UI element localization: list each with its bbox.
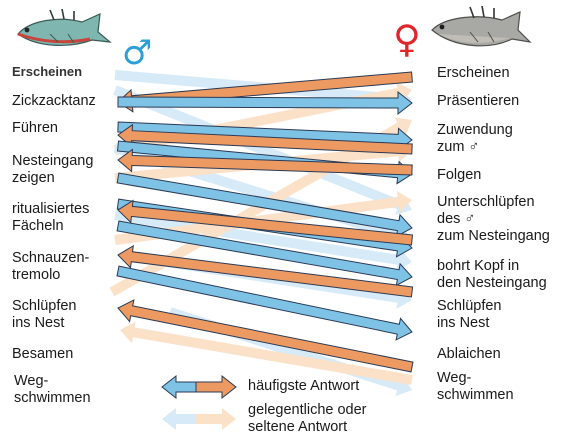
female-behavior-erscheinen: Erscheinen <box>437 65 510 81</box>
legend-frequent-orange-arrow <box>195 374 237 400</box>
legend-frequent-blue-arrow <box>161 374 201 400</box>
frequent-response-arrow-6 <box>117 148 413 176</box>
male-behavior-wegschwimmen: Weg-schwimmen <box>14 373 91 406</box>
female-behavior-ablaichen: Ablaichen <box>437 346 501 362</box>
female-behavior-wegschwimmen: Weg-schwimmen <box>437 370 514 403</box>
occasional-response-arrow-11 <box>120 321 413 385</box>
male-stickleback-fish-icon <box>17 8 112 46</box>
frequent-response-arrow-9 <box>117 199 414 246</box>
legend-frequent-label: häufigste Antwort <box>248 378 360 394</box>
female-behavior-praesentieren: Präsentieren <box>437 93 520 109</box>
male-behavior-erscheinen: Erscheinen <box>12 64 83 79</box>
frequent-response-arrow-10 <box>116 220 413 287</box>
female-stickleback-fish-icon <box>431 6 532 47</box>
occasional-response-arrow-2 <box>113 85 412 216</box>
male-behavior-fuehren: Führen <box>12 120 58 136</box>
frequent-response-arrow-12 <box>116 265 413 341</box>
frequent-response-arrow-11 <box>117 244 414 298</box>
legend-occasional-orange-arrow <box>196 408 236 430</box>
male-symbol: ♂ <box>122 33 153 73</box>
female-symbol: ♀ <box>393 17 421 61</box>
male-behavior-schnauzentremolo: Schnauzen-tremolo <box>12 250 90 283</box>
female-behavior-folgen: Folgen <box>437 167 482 183</box>
frequent-response-arrow-7 <box>116 172 413 238</box>
frequent-response-arrow-2 <box>117 90 413 116</box>
legend-occasional-blue-arrow <box>162 408 200 430</box>
occasional-response-arrow-7 <box>114 191 413 245</box>
male-behavior-zickzacktanz: Zickzacktanz <box>12 93 96 109</box>
male-behavior-besamen: Besamen <box>12 346 74 362</box>
legend-occasional-label: gelegentliche oder seltene Antwort <box>248 402 367 434</box>
frequent-response-arrow-13 <box>117 299 414 373</box>
frequent-response-arrow-4 <box>117 123 413 155</box>
